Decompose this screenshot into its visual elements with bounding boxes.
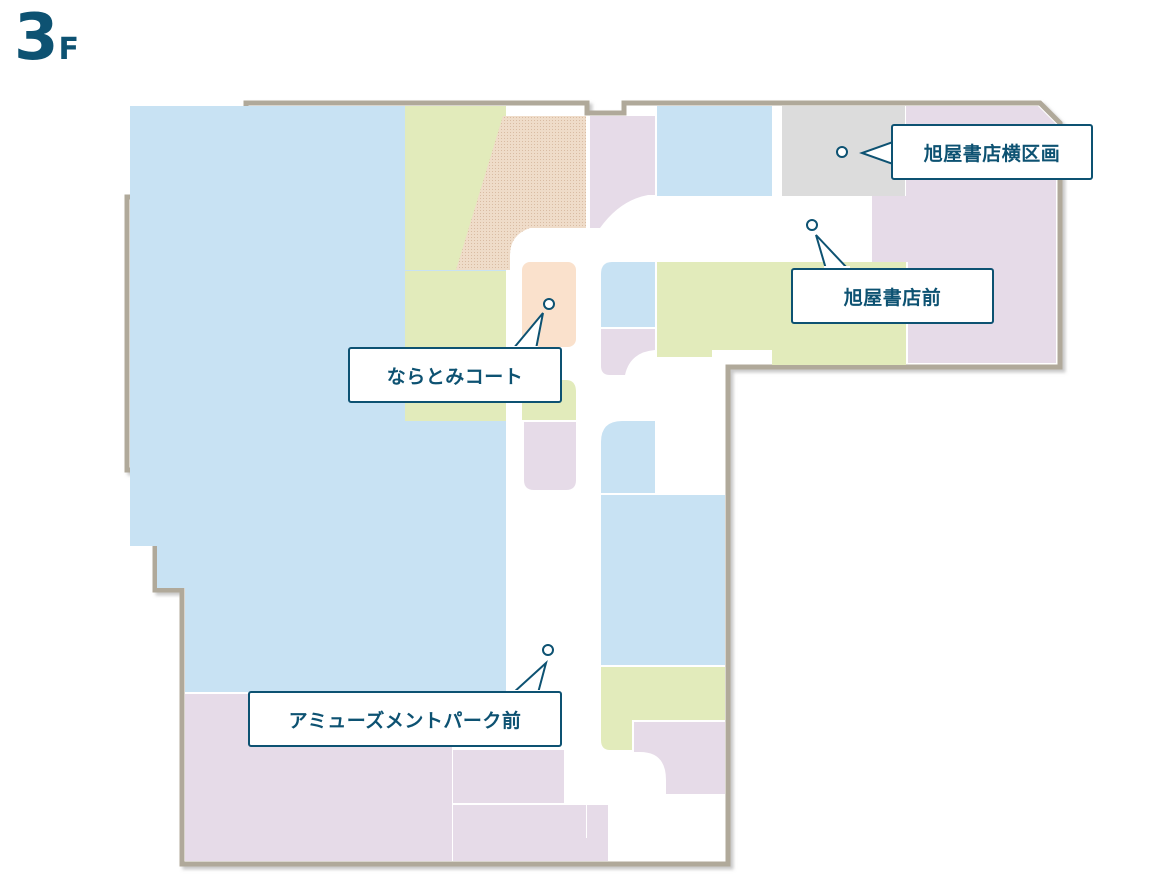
callout-asahiya-front[interactable]: 旭屋書店前 <box>791 268 994 324</box>
zone-store <box>601 667 725 750</box>
zone-store <box>587 805 608 839</box>
zone-store <box>590 116 655 228</box>
zone-store <box>405 106 506 270</box>
zone-store <box>545 838 608 861</box>
zone-store <box>634 722 725 794</box>
floor-number: 3 <box>14 1 59 75</box>
zone-store <box>601 262 655 327</box>
zone-store <box>601 421 655 493</box>
floor-number-badge: 3F <box>14 6 79 70</box>
zone-store <box>130 106 404 546</box>
floor-unit: F <box>58 32 80 67</box>
spot-pin-amusement-front[interactable] <box>542 644 554 656</box>
callout-naratomi-court[interactable]: ならとみコート <box>348 347 562 403</box>
spot-pin-asahiya-front[interactable] <box>806 219 818 231</box>
callout-asahiya-side[interactable]: 旭屋書店横区画 <box>891 124 1093 180</box>
zone-store <box>157 546 506 692</box>
zone-store <box>601 495 725 665</box>
callout-amusement-front[interactable]: アミューズメントパーク前 <box>248 691 562 747</box>
zone-store <box>453 750 564 803</box>
zone-store <box>601 329 655 375</box>
spot-pin-asahiya-side[interactable] <box>836 146 848 158</box>
zone-store <box>524 422 576 490</box>
zone-store <box>657 106 772 196</box>
spot-pin-naratomi-court[interactable] <box>543 298 555 310</box>
